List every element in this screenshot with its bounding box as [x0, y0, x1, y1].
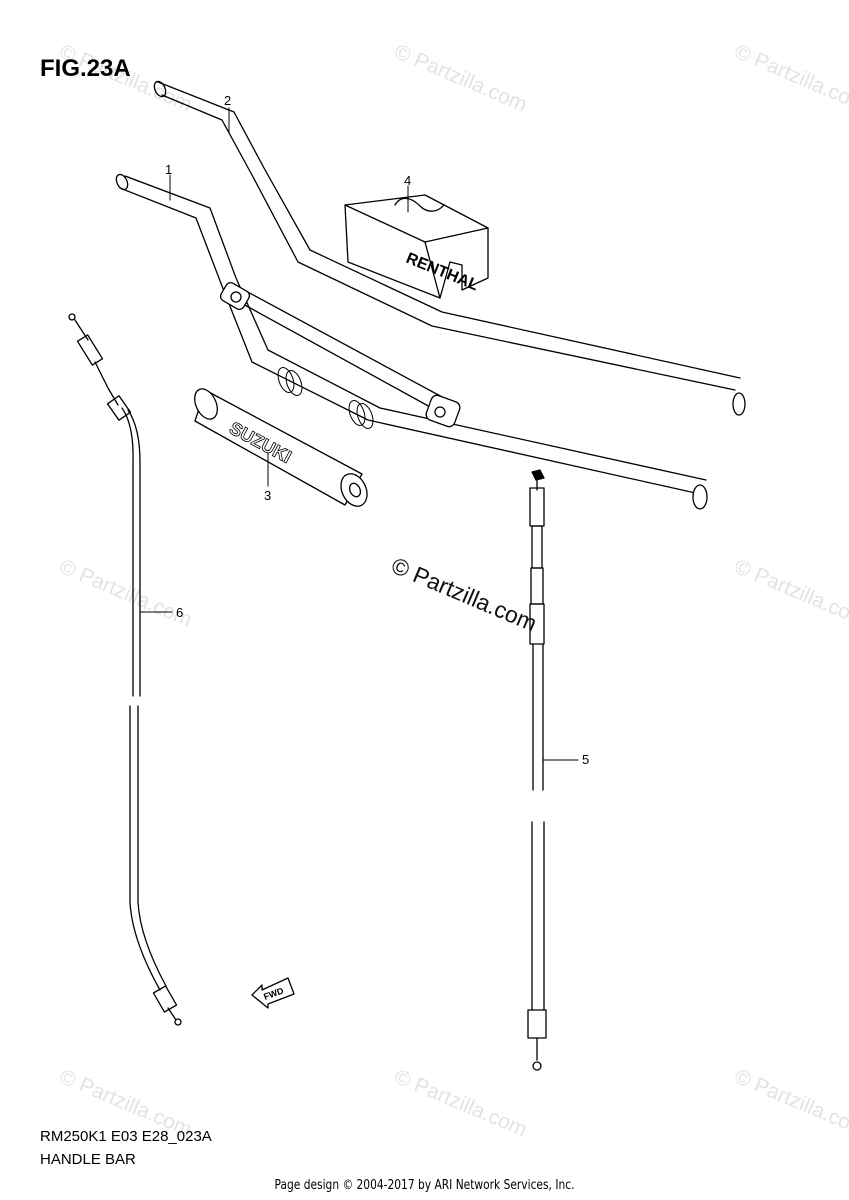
figure-title: FIG.23A	[40, 55, 131, 82]
cable-left	[68, 313, 182, 1026]
figure-code: RM250K1 E03 E28_023A	[40, 1128, 212, 1145]
cross-bar	[231, 289, 445, 409]
callout-6: 6	[176, 605, 184, 620]
footer-copyright: Page design © 2004-2017 by ARI Network S…	[274, 1178, 575, 1193]
figure-name: HANDLE BAR	[40, 1151, 136, 1168]
grip-rings	[277, 367, 374, 429]
callout-3: 3	[264, 488, 272, 503]
crossbar-pad	[194, 388, 368, 507]
bar-clamps	[219, 282, 461, 428]
handlebar-upper	[153, 80, 746, 416]
bar-block	[344, 194, 489, 299]
callout-2: 2	[224, 93, 232, 108]
leader-lines	[139, 107, 579, 761]
callout-5: 5	[582, 752, 590, 767]
callout-1: 1	[165, 162, 173, 177]
fwd-arrow-icon	[251, 977, 295, 1009]
cable-right	[527, 469, 547, 1071]
callout-4: 4	[404, 173, 412, 188]
